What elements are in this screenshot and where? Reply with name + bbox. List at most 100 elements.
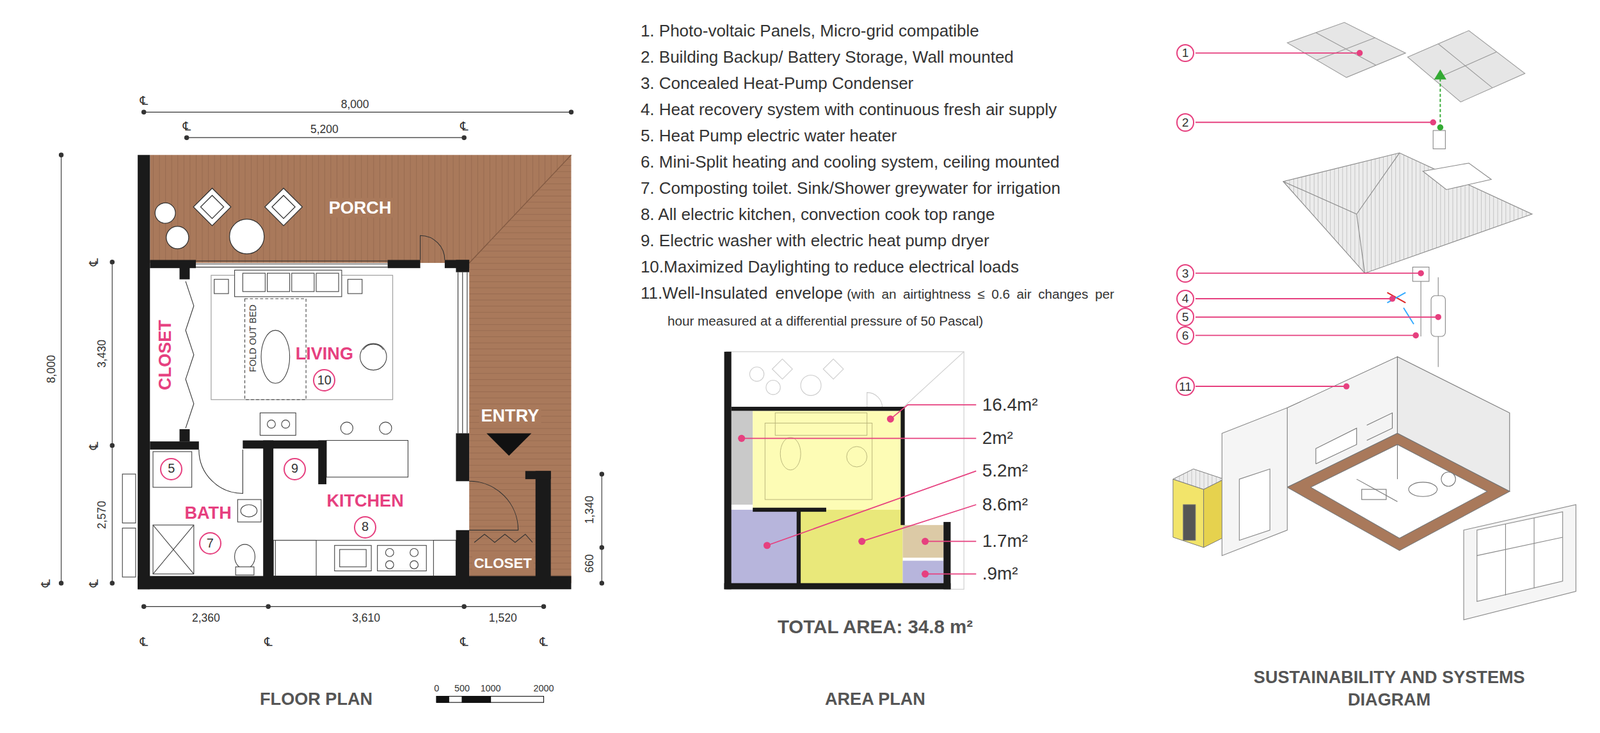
leader-dot: [921, 538, 929, 546]
porch-furniture: [272, 195, 296, 219]
wall: [242, 440, 327, 450]
area-plan-ghost: [726, 352, 964, 590]
area-furniture: [775, 413, 867, 436]
hvac-equipment: [1412, 267, 1430, 282]
panel-title: AREA PLAN: [824, 689, 926, 710]
kitchen-fixture: [385, 561, 394, 570]
house-cutaway: [1367, 413, 1393, 441]
panel-title: FLOOR PLAN: [259, 689, 373, 710]
centerline-symbol: ℄: [39, 579, 54, 588]
dimension-line: [142, 110, 146, 114]
callout-leader: [1195, 334, 1416, 336]
callout-circle: 1: [1176, 44, 1195, 63]
bath-fixture: [152, 525, 194, 575]
callout-number: 9: [291, 462, 299, 476]
dimension-label: 3,430: [95, 339, 109, 368]
bath-fixture: [152, 451, 192, 488]
scale-bar: [462, 696, 491, 704]
dimension-line: [112, 262, 113, 584]
dimension-label: 660: [583, 554, 596, 574]
scale-number: 0: [433, 683, 440, 694]
area-wall: [724, 352, 952, 590]
wall: [179, 267, 191, 280]
kitchen-fixture: [334, 545, 372, 572]
area-wall: [724, 583, 952, 591]
hvac-equipment: [1403, 307, 1414, 325]
list-item: 4. Heat recovery system with continuous …: [640, 96, 1115, 123]
callout-number: 10: [317, 374, 332, 388]
dimension-line: [599, 472, 604, 477]
room-label: PORCH: [327, 198, 394, 219]
exploded-wall: [1533, 518, 1535, 589]
dimension-line: [601, 474, 603, 584]
callout-leader: [1195, 272, 1421, 274]
area-leader: [925, 540, 977, 543]
list-item: 9. Electric washer with electric heat pu…: [640, 227, 1115, 255]
leader-dot: [1412, 332, 1419, 340]
kitchen-fixture: [275, 540, 317, 577]
exploded-wall: [1221, 408, 1576, 621]
callout-circle: 4: [1176, 289, 1195, 309]
hvac-equipment: [1420, 273, 1422, 337]
exploded-wall: [1477, 512, 1563, 602]
list-item: 2. Building Backup/ Battery Storage, Wal…: [640, 44, 1115, 71]
dimension-line: [58, 152, 63, 157]
leader-dot: [1429, 119, 1437, 126]
house-cutaway: [1361, 489, 1387, 500]
living-furniture: [261, 330, 290, 384]
window-door: [420, 235, 445, 260]
porch-deck: [469, 154, 571, 264]
callout-leader: [1195, 316, 1439, 319]
dimension-line: [599, 581, 604, 586]
leader-dot: [1434, 314, 1442, 321]
list-item: 5. Heat Pump electric water heater: [640, 122, 1115, 150]
exploded-wall: [1239, 469, 1270, 541]
dimension-line: [462, 135, 466, 140]
area-label: 16.4m²: [982, 394, 1039, 416]
dimension-line: [541, 604, 546, 609]
living-furniture: [379, 422, 392, 435]
living-furniture: [362, 344, 384, 351]
callout-circle: 9: [283, 458, 306, 481]
house-cutaway: [1356, 479, 1398, 502]
room-label: CLOSET: [472, 556, 534, 573]
area-leader: [862, 504, 977, 542]
wall: [387, 259, 421, 269]
area-region: [731, 410, 753, 505]
room-label: CLOSET: [155, 320, 176, 391]
list-item-text: 11.Well-Insulated envelope: [640, 283, 843, 303]
wall: [179, 429, 191, 442]
room-label: BATH: [184, 503, 232, 523]
leader-dot: [858, 538, 866, 546]
leader-dot: [763, 542, 771, 550]
area-label: .9m²: [982, 563, 1019, 585]
area-furniture: [764, 413, 872, 500]
system-list: 1. Photo-voltaic Panels, Micro-grid comp…: [640, 17, 1115, 335]
list-item: 10.Maximized Daylighting to reduce elect…: [640, 254, 1115, 281]
callout-circle: 11: [1175, 376, 1195, 397]
area-region: [731, 410, 944, 587]
wall: [318, 440, 327, 486]
exploded-wall: [1221, 408, 1288, 557]
living-furniture: [347, 279, 362, 294]
dimension-line: [144, 606, 544, 608]
area-plan-ghost: [902, 352, 964, 409]
living-furniture: [267, 273, 290, 292]
centerline-symbol: ℄: [264, 635, 272, 650]
porch-furniture: [264, 188, 303, 226]
dimension-line: [462, 604, 466, 609]
area-plan-ghost: [867, 392, 883, 409]
callout-leader: [1195, 298, 1393, 300]
bath-fixture: [237, 499, 262, 523]
dimension-label: 8,000: [44, 355, 58, 384]
power-arrow: [1437, 124, 1444, 131]
callout-number: 5: [1182, 311, 1190, 324]
callout-number: 8: [361, 520, 369, 534]
living-furniture: [211, 270, 393, 436]
porch-deck: [469, 154, 571, 584]
power-arrow: [1432, 130, 1446, 150]
area-leader: [767, 471, 977, 546]
dimension-label: 1,340: [583, 496, 596, 525]
exploded-wall: [1477, 537, 1563, 557]
room-label: LIVING: [295, 343, 354, 364]
